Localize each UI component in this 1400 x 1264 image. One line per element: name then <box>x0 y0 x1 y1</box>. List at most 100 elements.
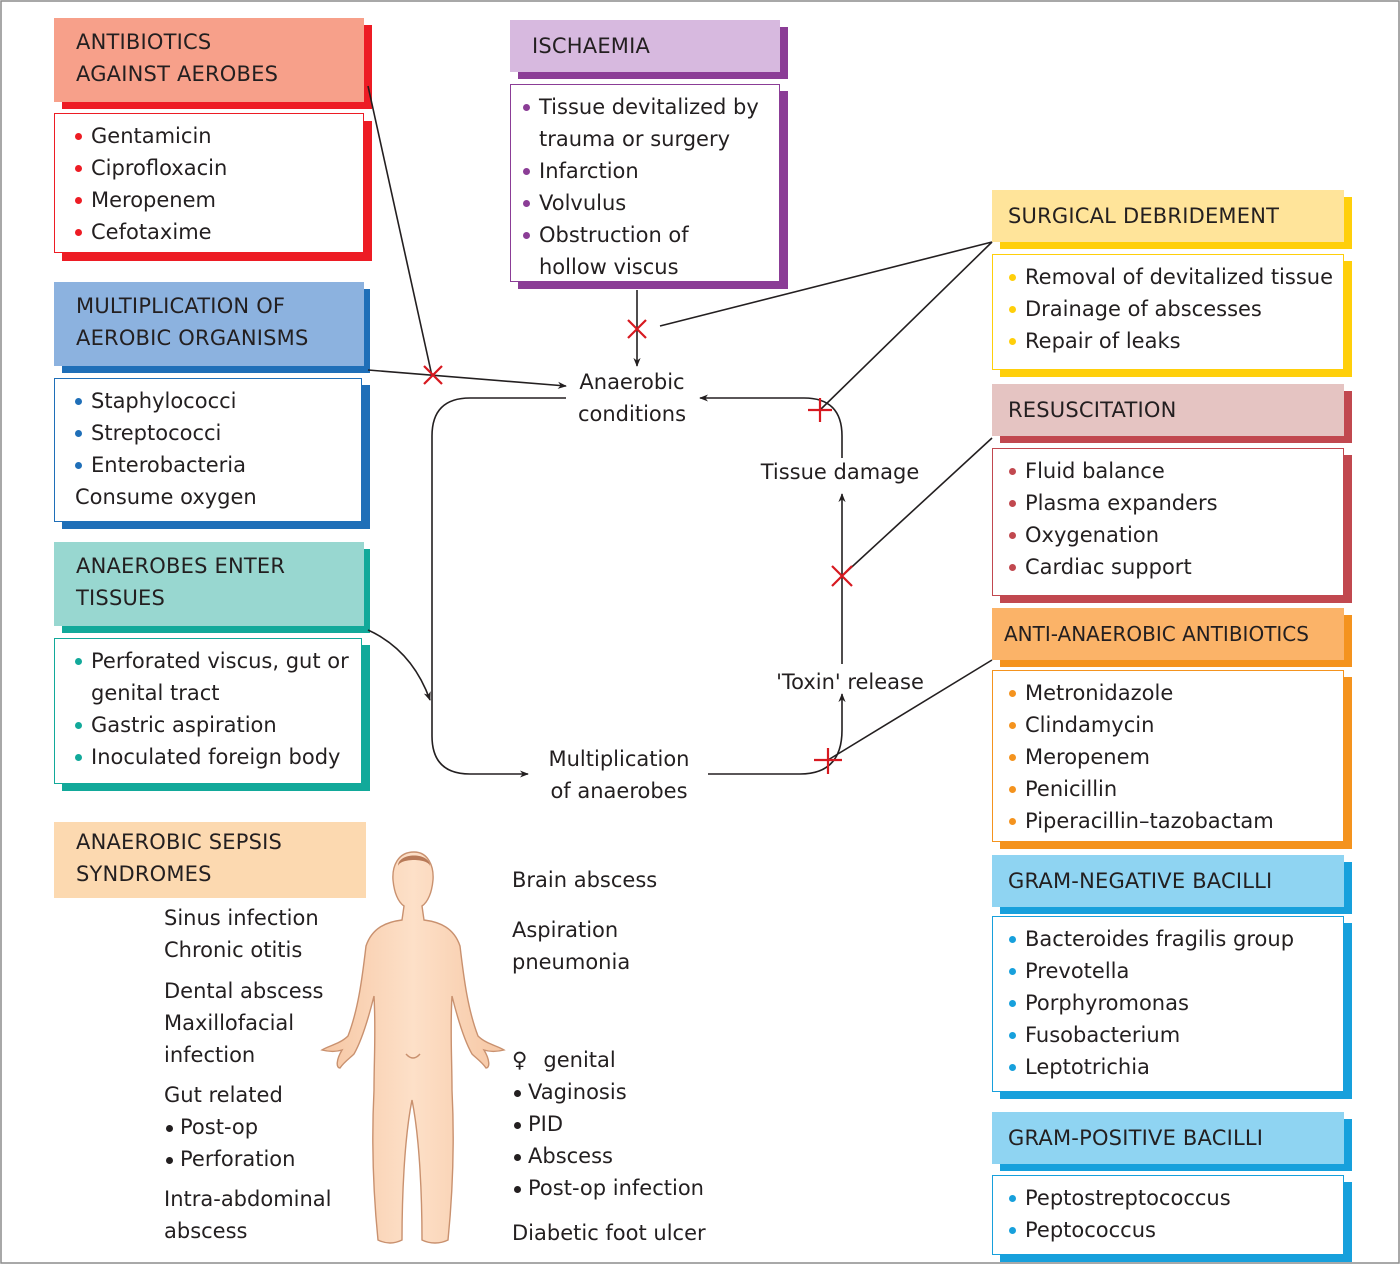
list-item: Leptotrichia <box>1009 1051 1335 1083</box>
bullet-icon <box>75 229 82 236</box>
site-bullet: Perforation <box>164 1143 295 1175</box>
bullet-icon <box>1009 754 1016 761</box>
list-item: Tissue devitalized by trauma or surgery <box>523 91 779 155</box>
anaerobes-entry-list: Perforated viscus, gut or genital tract … <box>54 638 362 784</box>
bullet-icon <box>75 165 82 172</box>
site-bullet: Post-op <box>164 1111 295 1143</box>
surgical-debridement-header: SURGICAL DEBRIDEMENT <box>1008 204 1280 228</box>
gram-negative-header: GRAM-NEGATIVE BACILLI <box>1008 869 1273 893</box>
bullet-icon <box>1009 786 1016 793</box>
oxygen-note: Consume oxygen <box>75 485 257 509</box>
bullet-icon <box>75 430 82 437</box>
site-line: Sinus infection <box>164 906 319 930</box>
tissue-damage-label: Tissue damage <box>760 460 920 484</box>
bullet-icon <box>1009 500 1016 507</box>
bullet-icon <box>75 197 82 204</box>
list-item: Peptostreptococcus <box>1009 1182 1335 1214</box>
sinus-otitis-label: Sinus infection Chronic otitis <box>164 902 319 966</box>
bullet-icon <box>75 133 82 140</box>
diabetic-foot-label: Diabetic foot ulcer <box>512 1221 706 1245</box>
site-line: ♀genital <box>512 1048 616 1072</box>
list-item: Infarction <box>523 155 771 187</box>
list-item: Fluid balance <box>1009 455 1335 487</box>
list-item: Inoculated foreign body <box>75 741 353 773</box>
list-item: Prevotella <box>1009 955 1335 987</box>
intra-abdominal-label: Intra-abdominal abscess <box>164 1183 332 1247</box>
list-item: Meropenem <box>1009 741 1335 773</box>
bullet-icon <box>75 398 82 405</box>
anti-anaerobic-list: Metronidazole Clindamycin Meropenem Peni… <box>992 670 1344 842</box>
bullet-icon <box>1009 722 1016 729</box>
toxin-release-label: 'Toxin' release <box>776 670 924 694</box>
bullet-icon <box>1009 564 1016 571</box>
gram-positive-header: GRAM-POSITIVE BACILLI <box>1008 1126 1264 1150</box>
list-item: Enterobacteria <box>75 449 353 481</box>
list-item: Cardiac support <box>1009 551 1335 583</box>
label-line: conditions <box>577 402 687 426</box>
list-item: Gentamicin <box>75 120 355 152</box>
resuscitation-header: RESUSCITATION <box>1008 398 1177 422</box>
list-item: Streptococci <box>75 417 353 449</box>
bullet-icon <box>1009 338 1016 345</box>
gram-negative-list: Bacteroides fragilis group Prevotella Po… <box>992 916 1344 1092</box>
list-item: Porphyromonas <box>1009 987 1335 1019</box>
bullet-icon <box>1009 468 1016 475</box>
bullet-icon <box>1009 306 1016 313</box>
list-item: Ciprofloxacin <box>75 152 355 184</box>
list-item: Volvulus <box>523 187 771 219</box>
site-bullet: PID <box>512 1108 704 1140</box>
list-item: Removal of devitalized tissue <box>1009 261 1335 293</box>
anaerobic-conditions-label: Anaerobic conditions <box>560 366 704 430</box>
list-item: Obstruction of hollow viscus <box>523 219 739 283</box>
site-bullet: Abscess <box>512 1140 704 1172</box>
list-item: Plasma expanders <box>1009 487 1335 519</box>
bullet-icon <box>1009 274 1016 281</box>
list-item: Penicillin <box>1009 773 1335 805</box>
anaerobes-enter-header: ANAEROBES ENTER TISSUES <box>54 542 364 626</box>
header-line: MULTIPLICATION OF <box>76 294 286 318</box>
female-symbol-icon: ♀ <box>512 1048 528 1072</box>
aerobic-multiplication-header: MULTIPLICATION OF AEROBIC ORGANISMS <box>54 282 364 366</box>
site-line: Intra-abdominal <box>164 1187 332 1211</box>
aerobic-organisms-list: Staphylococci Streptococci Enterobacteri… <box>54 378 362 522</box>
site-bullet: Post-op infection <box>512 1172 704 1204</box>
list-item: Perforated viscus, gut or genital tract <box>75 645 351 709</box>
bullet-icon <box>75 754 82 761</box>
ischaemia-list: Tissue devitalized by trauma or surgery … <box>510 84 780 282</box>
list-item: Bacteroides fragilis group <box>1009 923 1335 955</box>
header-line: SYNDROMES <box>76 862 212 886</box>
list-item: Peptococcus <box>1009 1214 1335 1246</box>
antibiotics-aerobes-list: Gentamicin Ciprofloxacin Meropenem Cefot… <box>54 113 364 253</box>
header-line: AGAINST AEROBES <box>76 62 279 86</box>
cycle-arrows <box>367 290 846 778</box>
sepsis-syndromes-header: ANAEROBIC SEPSIS SYNDROMES <box>54 822 366 898</box>
list-item: Fusobacterium <box>1009 1019 1335 1051</box>
list-item: Oxygenation <box>1009 519 1335 551</box>
bullet-icon <box>75 658 82 665</box>
header-line: ANTIBIOTICS <box>76 30 212 54</box>
bullet-icon <box>1009 1000 1016 1007</box>
block-crosses <box>423 319 853 774</box>
bullet-icon <box>523 168 530 175</box>
list-item: Metronidazole <box>1009 677 1335 709</box>
genital-label: ♀genital Vaginosis PID Abscess Post-op i… <box>512 1044 704 1204</box>
list-item: Clindamycin <box>1009 709 1335 741</box>
bullet-icon <box>523 200 530 207</box>
list-item: Drainage of abscesses <box>1009 293 1335 325</box>
site-line: Gut related <box>164 1083 283 1107</box>
gram-positive-list: Peptostreptococcus Peptococcus <box>992 1175 1344 1255</box>
bullet-icon <box>1009 1064 1016 1071</box>
header-line: ANAEROBES ENTER <box>76 554 286 578</box>
bullet-icon <box>1009 532 1016 539</box>
bullet-icon <box>75 722 82 729</box>
resuscitation-list: Fluid balance Plasma expanders Oxygenati… <box>992 448 1344 596</box>
brain-abscess-label: Brain abscess <box>512 868 658 892</box>
bullet-icon <box>75 462 82 469</box>
surgical-debridement-list: Removal of devitalized tissue Drainage o… <box>992 254 1344 370</box>
list-item: Meropenem <box>75 184 355 216</box>
bullet-icon <box>1009 968 1016 975</box>
site-line: Dental abscess <box>164 979 324 1003</box>
list-item: Staphylococci <box>75 385 353 417</box>
bullet-icon <box>1009 1227 1016 1234</box>
